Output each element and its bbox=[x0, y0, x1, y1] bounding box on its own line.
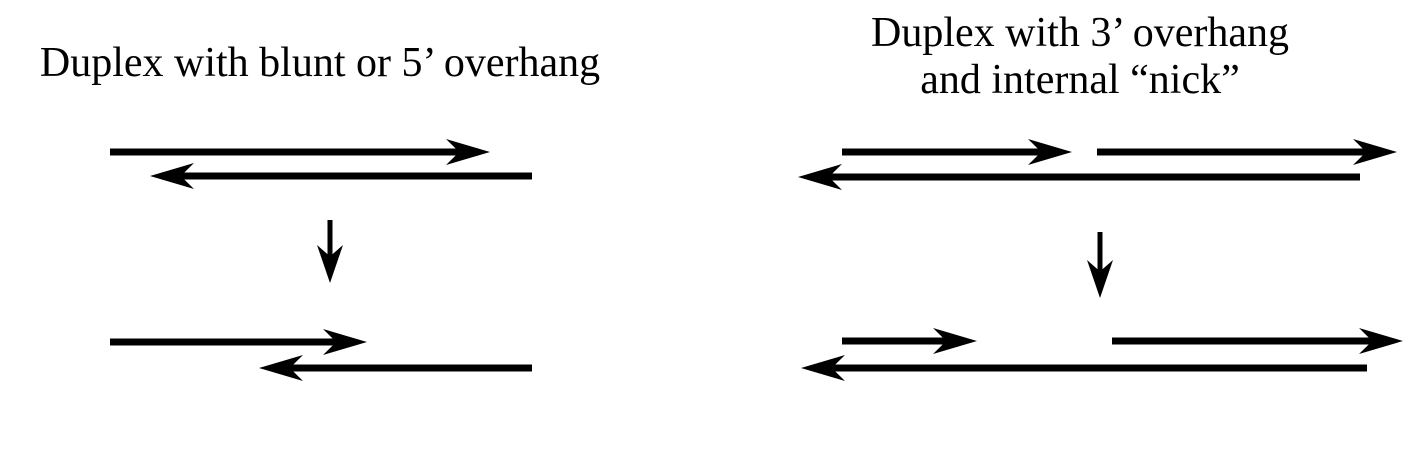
left-reaction-down-arrow bbox=[317, 220, 343, 283]
right-product-bottom-strand-left-arrow bbox=[801, 355, 1367, 381]
left-product-bottom-strand-left-arrow bbox=[259, 355, 532, 381]
right-substrate-top-strand-right-segment-right-arrow bbox=[1097, 139, 1397, 165]
right-substrate-top-strand-left-segment-right-arrow bbox=[842, 139, 1072, 165]
left-product-top-strand-right-arrow bbox=[110, 329, 367, 355]
left-substrate-top-strand-right-arrow bbox=[110, 139, 490, 165]
right-panel-title-line2: and internal “nick” bbox=[920, 57, 1240, 103]
right-product-top-strand-left-segment-right-arrow bbox=[842, 328, 977, 354]
right-panel-title: Duplex with 3’ overhang and internal “ni… bbox=[780, 10, 1380, 104]
right-panel-title-line1: Duplex with 3’ overhang bbox=[871, 10, 1289, 56]
right-product-top-strand-right-segment-right-arrow bbox=[1112, 328, 1403, 354]
left-panel-title-line1: Duplex with blunt or 5’ overhang bbox=[39, 40, 601, 86]
left-substrate-bottom-strand-left-arrow bbox=[150, 163, 532, 189]
right-reaction-down-arrow bbox=[1087, 232, 1113, 298]
left-panel-title: Duplex with blunt or 5’ overhang bbox=[20, 40, 620, 87]
right-substrate-bottom-strand-left-arrow bbox=[798, 164, 1360, 190]
